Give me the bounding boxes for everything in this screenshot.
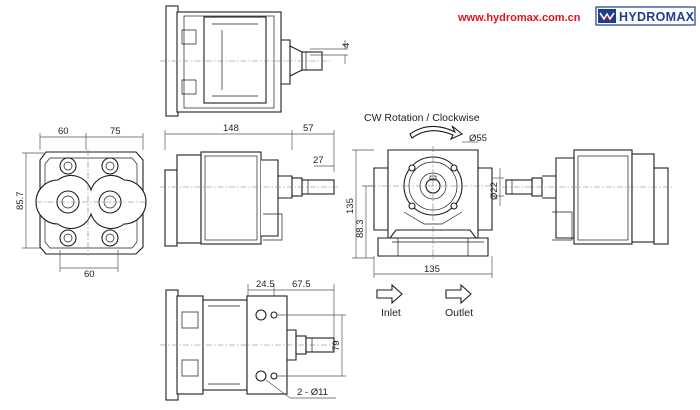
brand-name: HYDROMAX [619, 10, 695, 24]
dim-bottom-holes: 2 - Ø11 [297, 387, 328, 398]
end-view: CW Rotation / Clockwise Ø55 135 88.3 Ø22 [345, 112, 504, 319]
dim-front-bottom-width: 60 [84, 269, 95, 280]
dim-bottom-offset-1: 24.5 [256, 279, 275, 290]
dim-end-width: 135 [424, 264, 440, 275]
brand-logo: HYDROMAX [595, 6, 696, 26]
outlet-label: Outlet [445, 307, 473, 319]
dim-bottom-hole-spacing: 79 [331, 340, 342, 351]
dim-end-height: 135 [345, 198, 356, 214]
curved-arrow-clockwise-icon [409, 125, 464, 141]
rotation-label: CW Rotation / Clockwise [364, 112, 480, 124]
arrow-right-outline-icon [376, 283, 403, 305]
dim-bottom-offset-2: 67.5 [292, 279, 311, 290]
dim-shaft-key: 4 [341, 43, 352, 48]
dim-end-center-height: 88.3 [355, 220, 366, 239]
dim-side-shaft-length: 57 [303, 123, 314, 134]
dim-front-width-right: 75 [110, 126, 121, 137]
side-view: 148 57 27 [160, 123, 338, 247]
dim-front-height: 85.7 [15, 192, 26, 211]
arrow-right-outline-icon [445, 283, 472, 305]
dim-side-shaft-end: 27 [313, 155, 324, 166]
website-url[interactable]: www.hydromax.com.cn [457, 12, 581, 24]
header: www.hydromax.com.cn HYDROMAX [457, 6, 696, 26]
bottom-view: 24.5 67.5 79 2 - Ø11 [160, 279, 346, 401]
dim-side-length: 148 [223, 123, 239, 134]
dim-front-width-left: 60 [58, 126, 69, 137]
front-view: 60 75 85.7 60 [15, 126, 147, 280]
inlet-label: Inlet [381, 307, 401, 319]
right-view [502, 149, 672, 245]
hydromax-wave-logo-icon [598, 9, 616, 23]
dim-end-flange-diameter: Ø55 [469, 133, 487, 144]
dim-shaft-diameter: Ø22 [489, 182, 500, 200]
top-view: 4 [160, 5, 352, 117]
